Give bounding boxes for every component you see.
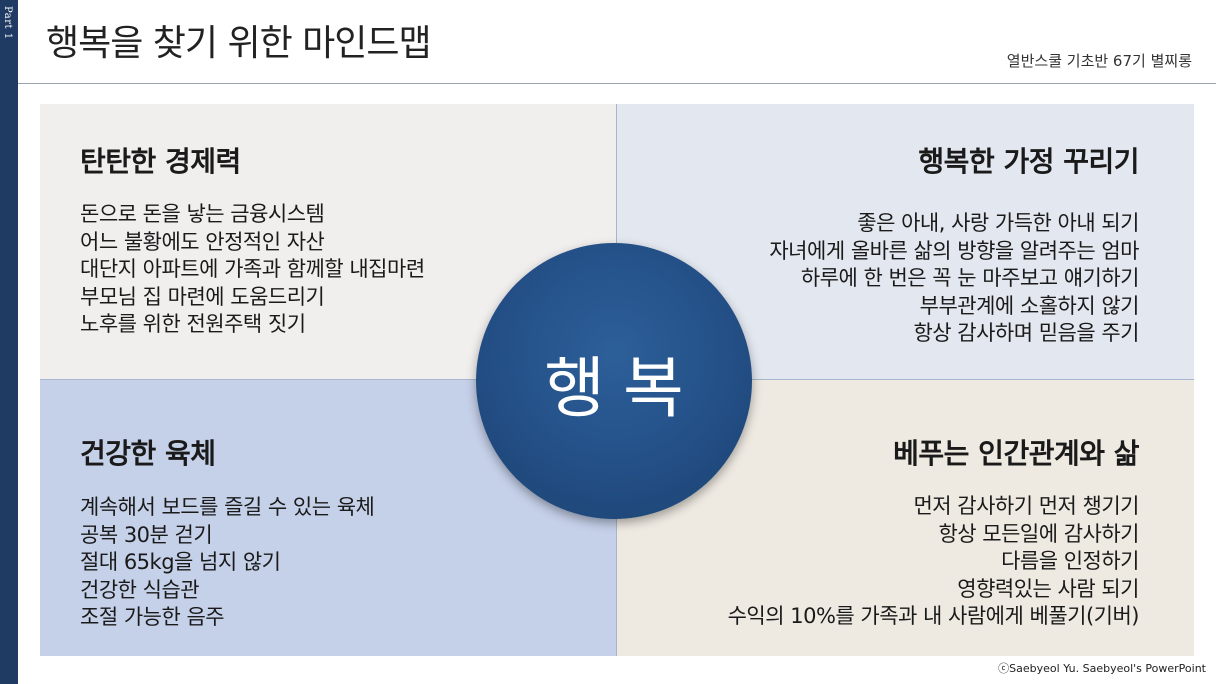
list-item: 조절 가능한 음주: [80, 605, 225, 629]
list-item: 노후를 위한 전원주택 짓기: [80, 312, 306, 336]
page-title: 행복을 찾기 위한 마인드맵: [46, 23, 432, 64]
list-item: 부부관계에 소홀하지 않기: [919, 293, 1140, 318]
quadrant-top-left: 탄탄한 경제력 돈으로 돈을 낳는 금융시스템 어느 불황에도 안정적인 자산 …: [40, 104, 617, 380]
list-item: 항상 모든일에 감사하기: [938, 521, 1139, 546]
quadrant-list: 계속해서 보드를 즐길 수 있는 육체 공복 30분 걷기 절대 65kg을 넘…: [80, 494, 375, 632]
quadrant-list: 좋은 아내, 사랑 가득한 아내 되기 자녀에게 올바른 삶의 방향을 알려주는…: [769, 210, 1139, 348]
list-item: 하루에 한 번은 꼭 눈 마주보고 얘기하기: [800, 266, 1140, 290]
page-subtitle: 열반스쿨 기초반 67기 별찌롱: [1006, 52, 1192, 70]
list-item: 수익의 10%를 가족과 내 사람에게 베풀기(기버): [727, 604, 1140, 628]
list-item: 다름을 인정하기: [1001, 549, 1139, 573]
list-item: 대단지 아파트에 가족과 함께할 내집마련: [80, 257, 425, 281]
quadrant-title: 건강한 육체: [80, 437, 216, 470]
quadrant-title: 베푸는 인간관계와 삶: [893, 437, 1139, 470]
list-item: 어느 불황에도 안정적인 자산: [80, 229, 325, 254]
list-item: 절대 65kg을 넘지 않기: [80, 550, 281, 574]
side-strip: Part 1: [0, 0, 18, 684]
center-label: 행복: [544, 350, 702, 427]
list-item: 공복 30분 걷기: [80, 522, 213, 547]
list-item: 먼저 감사하기 먼저 챙기기: [913, 494, 1139, 518]
list-item: 좋은 아내, 사랑 가득한 아내 되기: [857, 211, 1139, 235]
quadrant-title: 탄탄한 경제력: [80, 145, 241, 178]
list-item: 부모님 집 마련에 도움드리기: [80, 284, 325, 309]
list-item: 돈으로 돈을 낳는 금융시스템: [80, 202, 325, 226]
list-item: 계속해서 보드를 즐길 수 있는 육체: [80, 495, 375, 519]
list-item: 항상 감사하며 믿음을 주기: [913, 321, 1139, 345]
list-item: 자녀에게 올바른 삶의 방향을 알려주는 엄마: [769, 238, 1139, 263]
quadrant-list: 돈으로 돈을 낳는 금융시스템 어느 불황에도 안정적인 자산 대단지 아파트에…: [80, 201, 425, 339]
list-item: 영향력있는 사람 되기: [957, 576, 1139, 601]
quadrant-list: 먼저 감사하기 먼저 챙기기 항상 모든일에 감사하기 다름을 인정하기 영향력…: [727, 493, 1140, 631]
center-circle: 행복: [476, 243, 752, 519]
copyright-footer: ⓒSaebyeol Yu. Saebyeol's PowerPoint: [998, 662, 1206, 675]
part-label: Part 1: [2, 6, 13, 40]
title-divider: [18, 83, 1216, 84]
quadrant-bottom-left: 건강한 육체 계속해서 보드를 즐길 수 있는 육체 공복 30분 걷기 절대 …: [40, 380, 617, 656]
list-item: 건강한 식습관: [80, 577, 200, 602]
quadrant-title: 행복한 가정 꾸리기: [918, 145, 1139, 178]
